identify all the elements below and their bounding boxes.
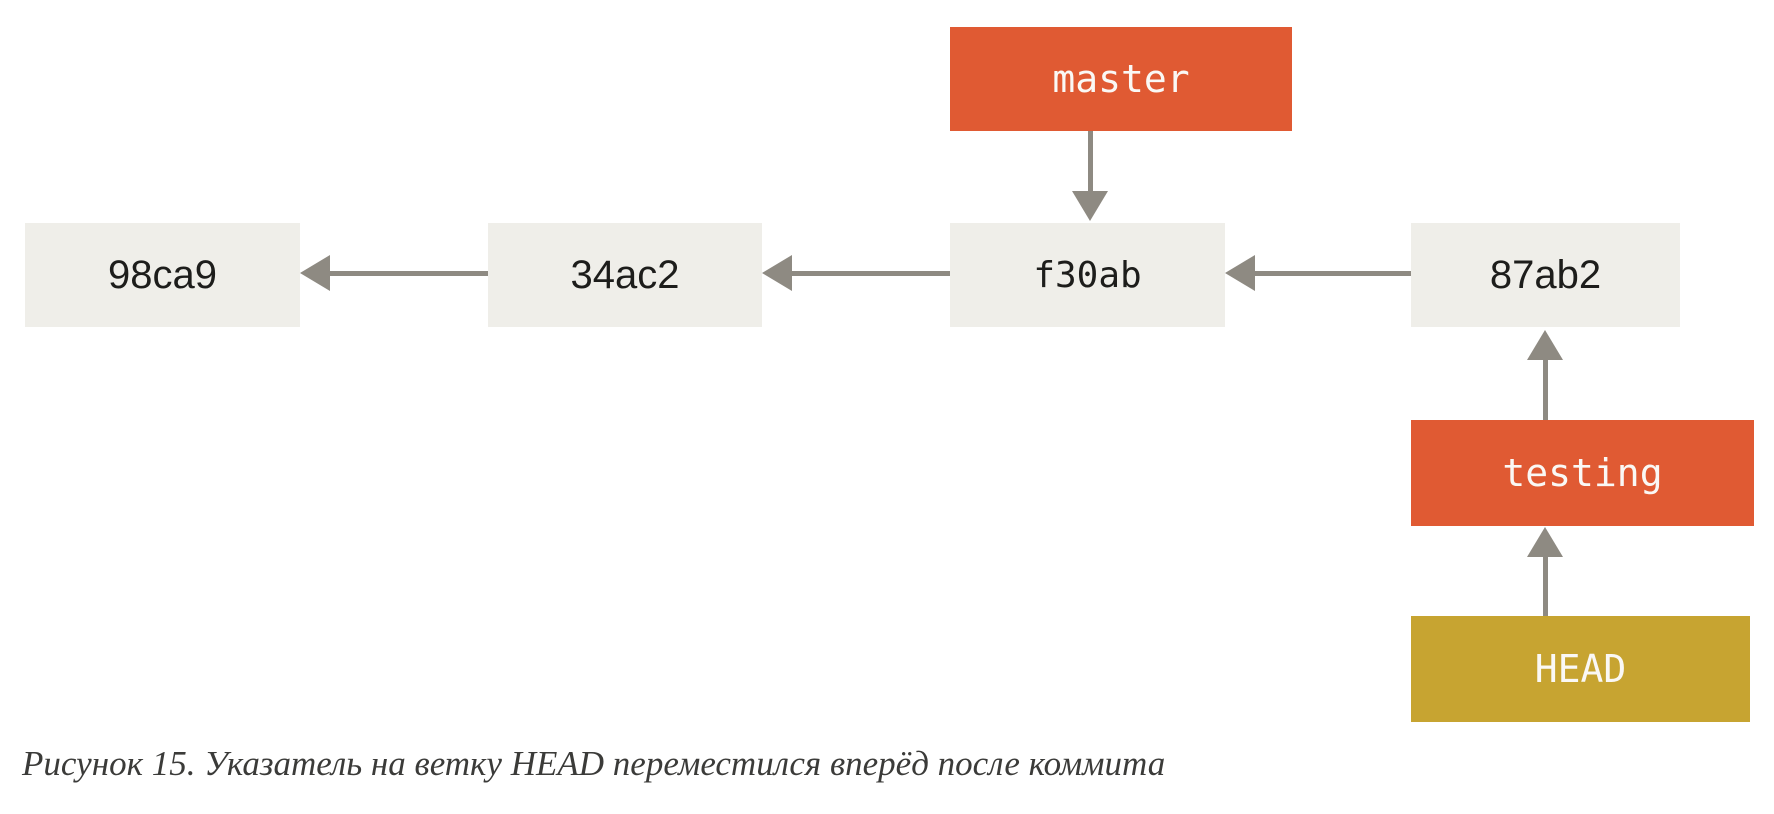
branch-label-testing: testing (1411, 420, 1754, 526)
commit-hash: f30ab (1033, 254, 1142, 296)
edge-head-to-testing-arrowhead-icon (1527, 527, 1563, 557)
edge-master-to-f30ab-shaft (1088, 131, 1093, 193)
edge-testing-to-87ab2-arrowhead-icon (1527, 330, 1563, 360)
commit-hash: 98ca9 (108, 252, 217, 297)
edge-master-to-f30ab-arrowhead-icon (1072, 191, 1108, 221)
edge-87ab2-to-f30ab-shaft (1254, 271, 1411, 276)
commit-hash: 34ac2 (570, 252, 680, 297)
figure-caption: Рисунок 15. Указатель на ветку HEAD пере… (22, 744, 1166, 783)
edge-87ab2-to-f30ab-arrowhead-icon (1225, 255, 1255, 291)
branch-label-master-text: master (1052, 57, 1190, 101)
edge-head-to-testing-shaft (1543, 555, 1548, 616)
branch-label-master: master (950, 27, 1292, 131)
edge-34ac2-to-98ca9-shaft (329, 271, 488, 276)
branch-label-testing-text: testing (1502, 451, 1663, 495)
edge-f30ab-to-34ac2-arrowhead-icon (762, 255, 792, 291)
commit-node-98ca9: 98ca9 (25, 223, 300, 327)
edge-testing-to-87ab2-shaft (1543, 358, 1548, 420)
head-label: HEAD (1411, 616, 1750, 722)
edge-34ac2-to-98ca9-arrowhead-icon (300, 255, 330, 291)
commit-node-f30ab: f30ab (950, 223, 1225, 327)
commit-node-87ab2: 87ab2 (1411, 223, 1680, 327)
commit-node-34ac2: 34ac2 (488, 223, 762, 327)
commit-hash: 87ab2 (1489, 252, 1602, 297)
edge-f30ab-to-34ac2-shaft (791, 271, 950, 276)
head-label-text: HEAD (1534, 647, 1627, 691)
